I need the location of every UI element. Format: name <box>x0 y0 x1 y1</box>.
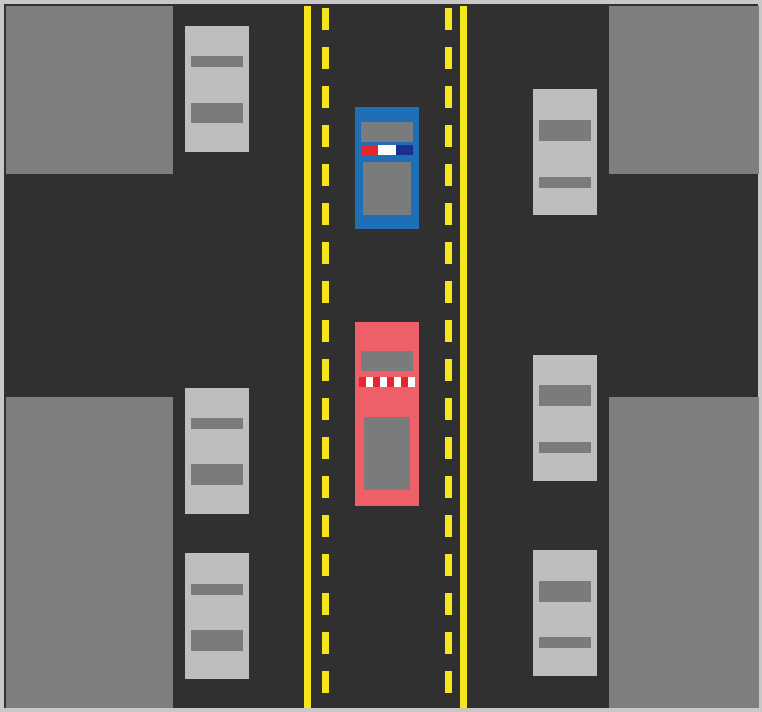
car-window <box>191 56 243 67</box>
stripe-segment <box>387 377 394 387</box>
car-body <box>533 89 597 215</box>
police-car <box>355 107 419 229</box>
lane-dash <box>322 281 329 303</box>
stripe-segment <box>380 377 387 387</box>
car-body <box>533 550 597 676</box>
lane-dash <box>322 437 329 459</box>
lane-dash <box>322 8 329 30</box>
lane-dash <box>322 476 329 498</box>
fire-truck <box>355 322 419 506</box>
sidewalk-block-bottom-left <box>6 397 173 708</box>
lane-dash <box>445 515 452 537</box>
parked-car-right-1 <box>533 89 597 215</box>
stripe-segment <box>401 377 408 387</box>
car-window <box>539 581 591 602</box>
lane-dash <box>322 242 329 264</box>
lane-dash <box>445 281 452 303</box>
car-window <box>539 637 591 648</box>
lane-dash <box>322 632 329 654</box>
stripe-segment <box>408 377 415 387</box>
lane-dash <box>445 86 452 108</box>
car-window <box>361 122 413 142</box>
truck-ladder-bed <box>364 417 410 490</box>
lane-dash <box>445 632 452 654</box>
sidewalk-block-top-left <box>6 6 173 174</box>
lane-dash <box>322 593 329 615</box>
car-body <box>185 553 249 679</box>
parked-car-left-3 <box>185 553 249 679</box>
car-body <box>533 355 597 481</box>
lane-dash <box>322 554 329 576</box>
lane-dash <box>322 671 329 693</box>
lane-dash <box>445 437 452 459</box>
stripe-segment <box>394 377 401 387</box>
lane-dash <box>322 86 329 108</box>
lane-dash <box>445 203 452 225</box>
solid-lane-line-left <box>304 6 311 708</box>
car-window <box>363 162 411 215</box>
stripe-segment <box>366 377 373 387</box>
lane-dash <box>445 125 452 147</box>
car-window <box>539 442 591 453</box>
truck-stripe <box>359 377 415 387</box>
car-window <box>191 418 243 429</box>
car-window <box>191 464 243 485</box>
lane-dash <box>445 242 452 264</box>
lane-dash <box>445 164 452 186</box>
stripe-segment <box>373 377 380 387</box>
lane-dash <box>322 515 329 537</box>
lane-dash <box>322 203 329 225</box>
car-body <box>185 26 249 152</box>
car-window <box>191 630 243 651</box>
lane-dash <box>322 359 329 381</box>
solid-lane-line-right <box>460 6 467 708</box>
police-lightbar <box>361 145 413 155</box>
lane-dash <box>322 47 329 69</box>
lightbar-white <box>378 145 396 155</box>
lane-dash <box>445 8 452 30</box>
lightbar-red <box>361 145 378 155</box>
parked-car-left-2 <box>185 388 249 514</box>
lane-dash <box>445 320 452 342</box>
car-body <box>185 388 249 514</box>
car-window <box>539 385 591 406</box>
sidewalk-block-top-right <box>609 6 759 174</box>
car-window <box>539 177 591 188</box>
stripe-segment <box>359 377 366 387</box>
lane-dash <box>322 125 329 147</box>
car-window <box>191 584 243 595</box>
lane-dash <box>322 398 329 420</box>
lane-dash <box>445 593 452 615</box>
lane-dash <box>445 476 452 498</box>
lightbar-blue <box>396 145 413 155</box>
parked-car-left-1 <box>185 26 249 152</box>
lane-dash <box>322 164 329 186</box>
lane-dash <box>445 554 452 576</box>
parked-car-right-2 <box>533 355 597 481</box>
lane-dash <box>445 359 452 381</box>
parked-car-right-3 <box>533 550 597 676</box>
lane-dash <box>445 398 452 420</box>
truck-window <box>361 351 413 371</box>
car-window <box>191 103 243 123</box>
lane-dash <box>445 671 452 693</box>
car-window <box>539 120 591 141</box>
lane-dash <box>322 320 329 342</box>
lane-dash <box>445 47 452 69</box>
sidewalk-block-bottom-right <box>609 397 759 708</box>
